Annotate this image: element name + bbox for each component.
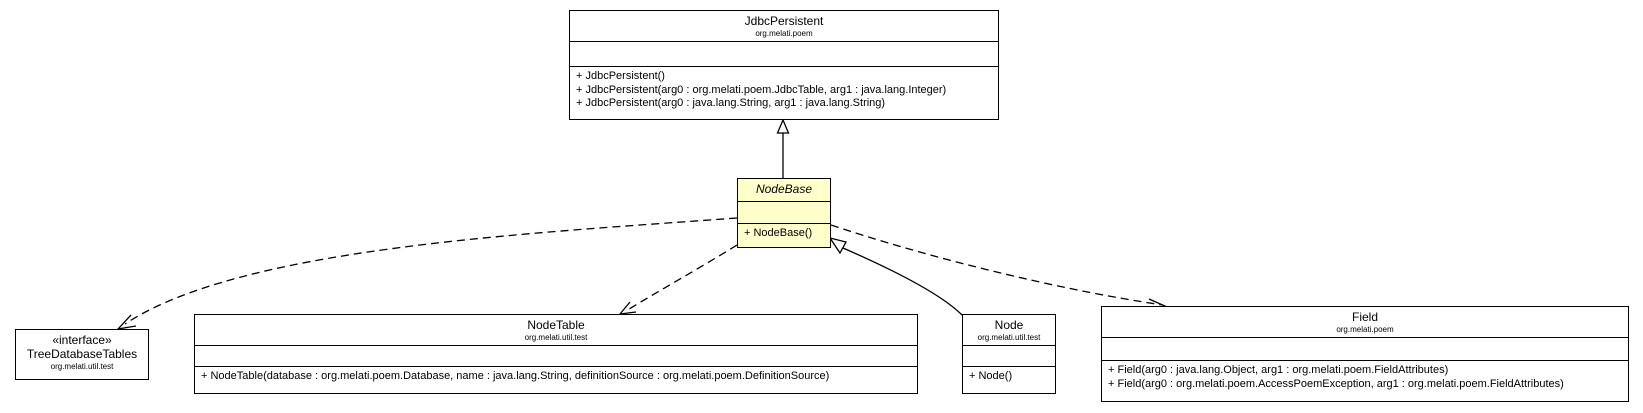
operations-compartment: + NodeTable(database : org.melati.poem.D… (195, 367, 917, 387)
operation: + Field(arg0 : java.lang.Object, arg1 : … (1108, 364, 1449, 376)
attributes-compartment (1102, 338, 1628, 361)
class-header: JdbcPersistent org.melati.poem (570, 11, 998, 42)
operation: + JdbcPersistent(arg0 : org.melati.poem.… (576, 83, 947, 96)
class-node-base[interactable]: NodeBase + NodeBase() (737, 178, 831, 248)
operations-compartment: + JdbcPersistent() + JdbcPersistent(arg0… (570, 67, 998, 114)
class-header: Field org.melati.poem (1102, 307, 1628, 338)
attributes-compartment (195, 346, 917, 367)
class-jdbc-persistent[interactable]: JdbcPersistent org.melati.poem + JdbcPer… (569, 10, 999, 120)
operation: + NodeBase() (744, 227, 813, 239)
attributes-compartment (963, 346, 1055, 367)
class-package: org.melati.util.test (524, 333, 588, 342)
dependency-arrowhead (116, 314, 137, 330)
generalization-arrowhead (776, 118, 790, 134)
class-header: «interface» TreeDatabaseTables org.melat… (16, 330, 148, 374)
class-header: NodeBase (738, 179, 830, 202)
dependency-edge-nodebase-treedatabasetables (124, 217, 738, 325)
operation: + JdbcPersistent(arg0 : java.lang.String… (576, 97, 886, 109)
class-name: Field (1351, 310, 1378, 324)
class-node-table[interactable]: NodeTable org.melati.util.test + NodeTab… (194, 314, 918, 394)
class-package: org.melati.util.test (977, 333, 1041, 342)
class-stereotype: «interface» (52, 333, 112, 347)
class-package: org.melati.poem (755, 29, 813, 38)
class-package: org.melati.util.test (50, 362, 114, 371)
class-package: org.melati.poem (1336, 325, 1394, 334)
attributes-compartment (570, 42, 998, 67)
operations-compartment: + Field(arg0 : java.lang.Object, arg1 : … (1102, 361, 1628, 394)
operations-compartment: + Node() (963, 367, 1055, 387)
generalization-edge-node-nodebase (842, 247, 963, 316)
operations-compartment: + NodeBase() (738, 224, 830, 244)
dependency-edge-nodebase-field (830, 224, 1164, 306)
class-node[interactable]: Node org.melati.util.test + Node() (962, 314, 1056, 394)
operation: + Field(arg0 : org.melati.poem.AccessPoe… (1108, 377, 1564, 390)
class-field[interactable]: Field org.melati.poem + Field(arg0 : jav… (1101, 306, 1629, 402)
operation: + JdbcPersistent() (576, 70, 665, 82)
operation: + Node() (969, 370, 1013, 382)
generalization-arrowhead (828, 236, 847, 255)
attributes-compartment (738, 202, 830, 224)
class-name: JdbcPersistent (744, 14, 824, 28)
class-header: NodeTable org.melati.util.test (195, 315, 917, 346)
class-name: Node (994, 318, 1024, 332)
class-name: TreeDatabaseTables (26, 347, 138, 361)
class-name: NodeTable (527, 318, 585, 332)
operation: + NodeTable(database : org.melati.poem.D… (201, 370, 830, 382)
dependency-arrowhead (618, 301, 637, 315)
class-tree-database-tables[interactable]: «interface» TreeDatabaseTables org.melat… (15, 329, 149, 380)
class-name: NodeBase (755, 182, 813, 196)
dependency-edge-nodebase-nodetable (625, 244, 738, 312)
class-header: Node org.melati.util.test (963, 315, 1055, 346)
